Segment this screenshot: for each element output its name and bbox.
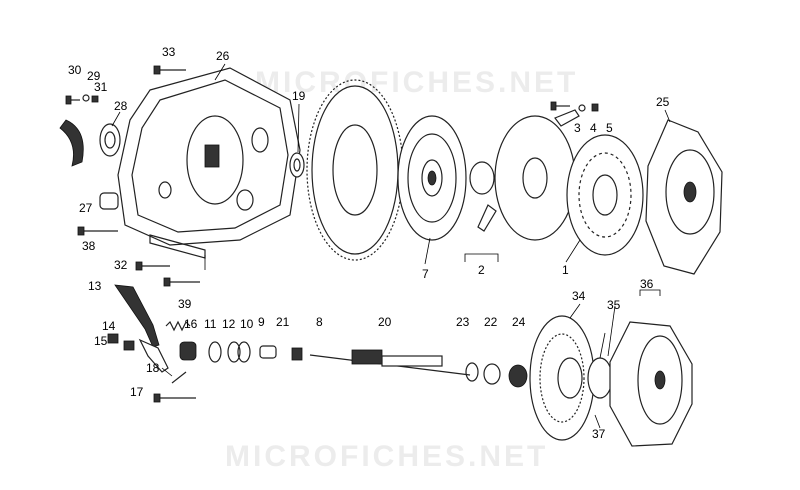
- callout-14: 14: [102, 319, 116, 333]
- bolt-33-part: [153, 65, 186, 75]
- callout-3: 3: [574, 121, 581, 135]
- callout-9: 9: [258, 315, 265, 329]
- washer-10-part: [227, 341, 251, 363]
- callout-20: 20: [378, 315, 392, 329]
- callout-23: 23: [456, 315, 470, 329]
- callout-39: 39: [178, 297, 192, 311]
- ring-12-part: [208, 341, 222, 363]
- bolt-32-part: [135, 261, 170, 271]
- callout-35: 35: [607, 298, 621, 312]
- release-lever-13-part: [114, 284, 160, 348]
- callout-18: 18: [146, 361, 160, 375]
- callout-1: 1: [562, 263, 569, 277]
- clutch-disc-7-part: [397, 115, 467, 241]
- callout-8: 8: [316, 315, 323, 329]
- pressure-plate-2-part: [469, 109, 580, 241]
- flywheel-part: [306, 79, 404, 261]
- callout-12: 12: [222, 317, 236, 331]
- callout-15: 15: [94, 334, 108, 348]
- callout-28: 28: [114, 99, 128, 113]
- callout-30: 30: [68, 63, 82, 77]
- callout-33: 33: [162, 45, 176, 59]
- callout-16: 16: [184, 317, 198, 331]
- callout-7: 7: [422, 267, 429, 281]
- callout-34: 34: [572, 289, 586, 303]
- ring-23-part: [465, 362, 479, 382]
- callout-29: 29: [87, 69, 101, 83]
- washer-29-part: [82, 94, 90, 102]
- callout-31: 31: [94, 80, 108, 94]
- leader-lines: [111, 63, 671, 429]
- callout-38: 38: [82, 239, 96, 253]
- callout-17: 17: [130, 385, 144, 399]
- watermark-top: MICROFICHES.NET: [255, 66, 578, 99]
- screw-3-part: [550, 101, 570, 111]
- spring-16-part: [165, 320, 191, 332]
- nut-15-part: [107, 333, 135, 351]
- callout-19: 19: [292, 89, 306, 103]
- callout-32: 32: [114, 258, 128, 272]
- callout-27: 27: [79, 201, 93, 215]
- bearing-28-part: [59, 119, 121, 167]
- callout-36: 36: [640, 277, 654, 291]
- bearing-24-part: [508, 364, 528, 388]
- seal-19-part: [289, 152, 305, 178]
- pin-18-part: [171, 371, 187, 384]
- bush-11-part: [179, 341, 197, 361]
- piston-9-part: [259, 345, 277, 359]
- clutch-disc-34-part: [529, 315, 595, 441]
- callout-2: 2: [478, 263, 485, 277]
- bell-housing-part: [117, 67, 301, 259]
- cover-25-part: [645, 119, 723, 275]
- callout-10: 10: [240, 317, 254, 331]
- callout-25: 25: [656, 95, 670, 109]
- nut-31-part: [91, 95, 99, 103]
- bolt-38-part: [77, 226, 118, 236]
- callout-13: 13: [88, 279, 102, 293]
- gear-shaft-20-part: [351, 349, 443, 367]
- bolt-17-part: [153, 393, 196, 403]
- callout-5: 5: [606, 121, 613, 135]
- nut-5-part: [591, 103, 599, 112]
- callout-21: 21: [276, 315, 290, 329]
- callout-4: 4: [590, 121, 597, 135]
- callout-26: 26: [216, 49, 230, 63]
- clutch-cover-36-part: [609, 321, 693, 447]
- callout-24: 24: [512, 315, 526, 329]
- callout-22: 22: [484, 315, 498, 329]
- watermark-bottom: MICROFICHES.NET: [225, 440, 548, 473]
- hub-35-part: [587, 357, 613, 399]
- callout-labels: 33 26 30 29 31 28 19 25 3 4 5 27 38 32 3…: [68, 45, 670, 441]
- callout-11: 11: [204, 317, 217, 331]
- screw-30-part: [65, 95, 80, 105]
- bolt-39-part: [163, 277, 200, 287]
- washer-4-part: [578, 104, 586, 112]
- bearing-22-part: [483, 363, 501, 385]
- plug-27-part: [99, 192, 119, 210]
- nut-21-part: [291, 347, 303, 361]
- diaphragm-spring-1-part: [566, 134, 644, 256]
- callout-37: 37: [592, 427, 606, 441]
